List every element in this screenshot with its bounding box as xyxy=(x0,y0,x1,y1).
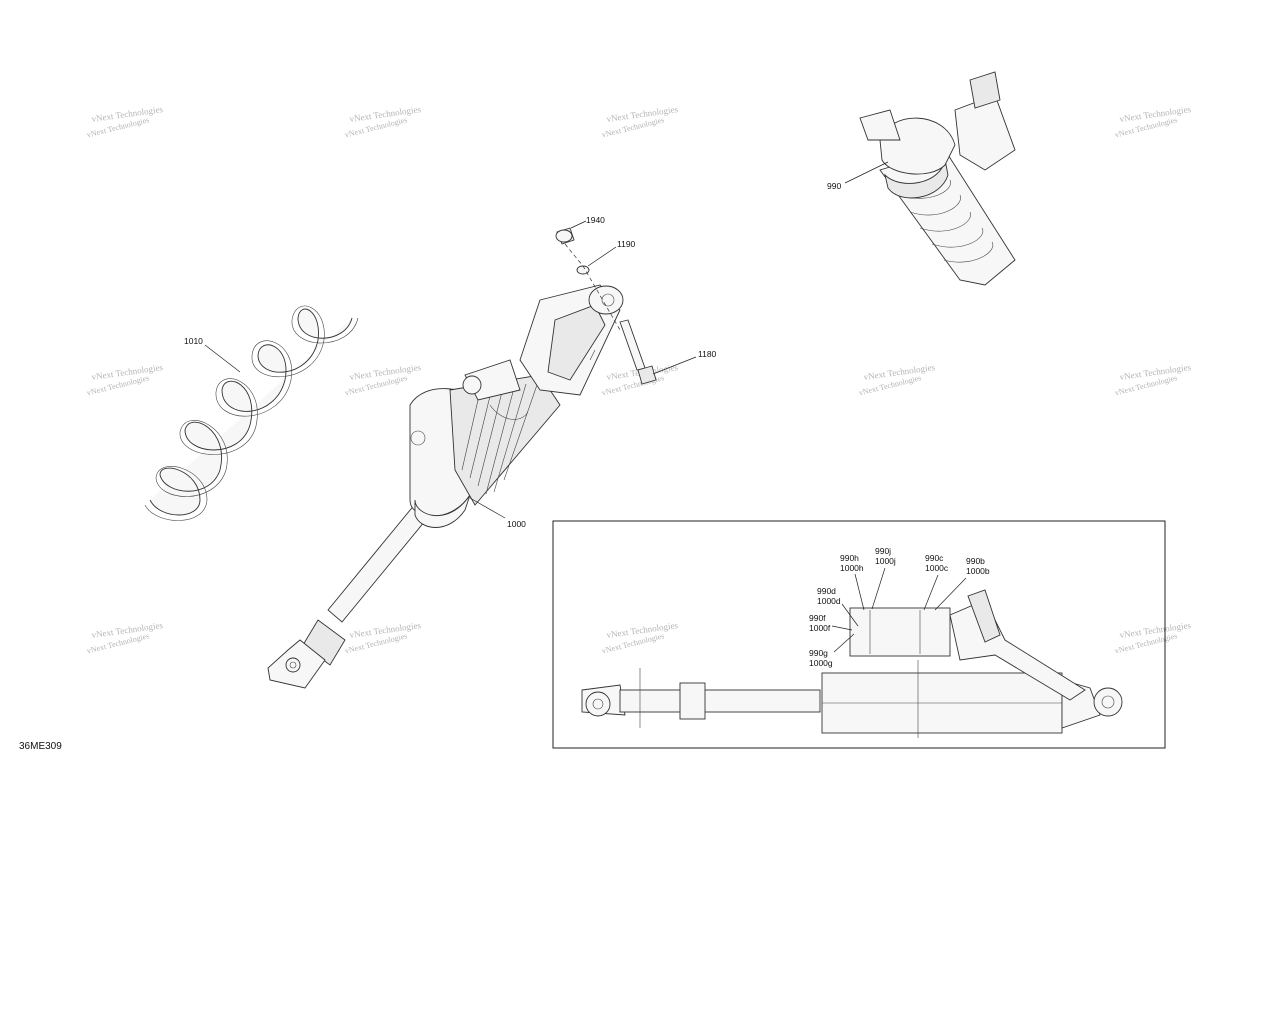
callout-990j: 990j xyxy=(875,546,891,556)
callout-1180: 1180 xyxy=(698,349,717,359)
callout-1000b: 1000b xyxy=(966,566,990,576)
hardware-illustration xyxy=(555,220,697,385)
watermark: vNext Technologies vNext Technologies xyxy=(601,620,679,655)
callout-1000g: 1000g xyxy=(809,658,833,668)
leader-line xyxy=(844,161,889,184)
detail-view xyxy=(552,520,1166,749)
callout-1000d: 1000d xyxy=(817,596,841,606)
detail-frame xyxy=(552,520,1166,749)
leader-line xyxy=(841,603,859,627)
callout-990f: 990f xyxy=(809,613,826,623)
callout-1000: 1000 xyxy=(507,519,526,529)
leader-line xyxy=(831,625,853,631)
callout-990: 990 xyxy=(827,181,841,191)
leader-line xyxy=(923,574,939,611)
leader-line xyxy=(469,497,506,519)
callout-990b: 990b xyxy=(966,556,985,566)
watermark: vNext Technologies vNext Technologies xyxy=(1114,620,1192,655)
callout-1940: 1940 xyxy=(586,215,605,225)
leader-line xyxy=(570,220,587,229)
coil-spring-illustration xyxy=(144,305,359,521)
diagram-code: 36ME309 xyxy=(19,741,62,752)
watermark: vNext Technologies vNext Technologies xyxy=(1114,362,1192,397)
leader-line xyxy=(934,577,967,611)
callout-990d: 990d xyxy=(817,586,836,596)
callout-990h: 990h xyxy=(840,553,859,563)
leader-line xyxy=(833,633,855,653)
watermark: vNext Technologies vNext Technologies xyxy=(86,104,164,139)
callout-1010: 1010 xyxy=(184,336,203,346)
watermark: vNext Technologies vNext Technologies xyxy=(344,362,422,397)
watermark: vNext Technologies vNext Technologies xyxy=(858,362,936,397)
callout-1000j: 1000j xyxy=(875,556,896,566)
callout-990c: 990c xyxy=(925,553,944,563)
watermarks: vNext Technologies vNext Technologies vN… xyxy=(86,104,1192,655)
watermark: vNext Technologies vNext Technologies xyxy=(344,104,422,139)
leader-line xyxy=(204,344,241,373)
shock-absorber-illustration xyxy=(267,284,624,689)
leader-line xyxy=(871,567,886,610)
callout-1000f: 1000f xyxy=(809,623,831,633)
leader-line xyxy=(652,356,697,375)
callouts: 1940 1190 1180 1010 1000 990 990h 1000h … xyxy=(184,181,990,668)
callout-1000h: 1000h xyxy=(840,563,864,573)
callout-1190: 1190 xyxy=(617,239,636,249)
watermark: vNext Technologies vNext Technologies xyxy=(86,362,164,397)
watermark: vNext Technologies vNext Technologies xyxy=(1114,104,1192,139)
leader-line xyxy=(587,246,617,267)
watermark: vNext Technologies vNext Technologies xyxy=(601,104,679,139)
watermark: vNext Technologies vNext Technologies xyxy=(86,620,164,655)
shock-assembly-illustration xyxy=(844,71,1016,286)
callout-990g: 990g xyxy=(809,648,828,658)
callout-1000c: 1000c xyxy=(925,563,949,573)
watermark: vNext Technologies vNext Technologies xyxy=(344,620,422,655)
leader-line xyxy=(854,573,865,611)
